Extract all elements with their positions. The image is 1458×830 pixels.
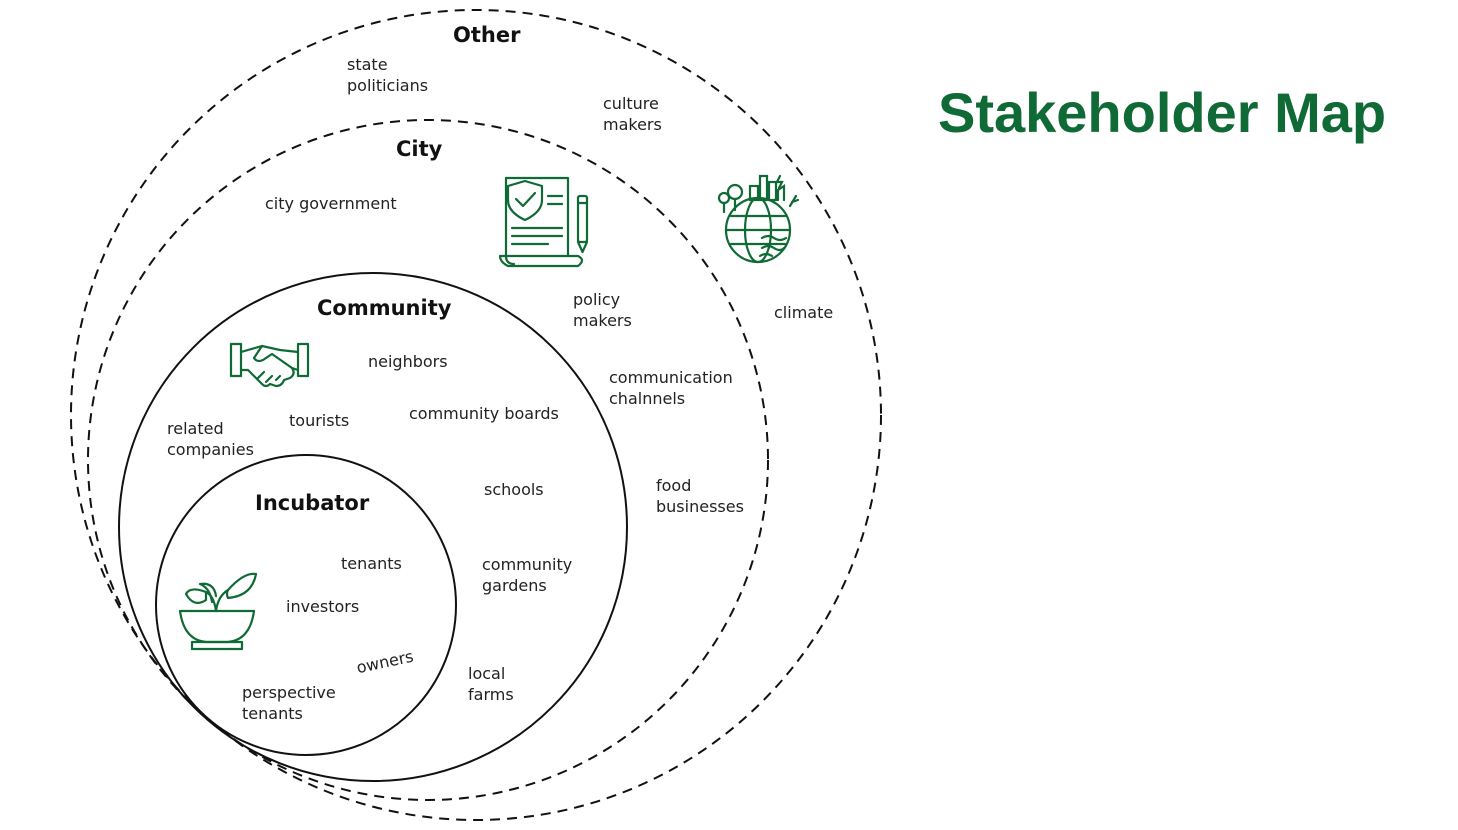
stakeholder-related-companies: related companies xyxy=(167,419,254,459)
ring-label-city: City xyxy=(396,137,443,161)
stakeholder-policy-makers: policy makers xyxy=(573,290,632,330)
ring-label-other: Other xyxy=(453,23,521,47)
stakeholder-schools: schools xyxy=(484,480,544,499)
stakeholder-state-politicians: state politicians xyxy=(347,55,428,95)
stakeholder-diagram: Other City Community Incubator state pol… xyxy=(70,9,882,821)
stakeholder-food-businesses: food businesses xyxy=(656,476,744,516)
ring-other xyxy=(70,9,882,821)
stakeholder-investors: investors xyxy=(286,597,359,616)
ring-community xyxy=(118,272,628,782)
stakeholder-tenants: tenants xyxy=(341,554,402,573)
ring-incubator xyxy=(155,454,457,756)
stakeholder-climate: climate xyxy=(774,303,833,322)
stakeholder-community-boards: community boards xyxy=(409,404,559,423)
stakeholder-local-farms: local farms xyxy=(468,664,514,704)
stakeholder-communication-channels: communication chalnnels xyxy=(609,368,738,408)
ring-city xyxy=(87,119,769,801)
stakeholder-city-government: city government xyxy=(265,194,397,213)
stakeholder-neighbors: neighbors xyxy=(368,352,448,371)
globe-city-climate-icon xyxy=(717,174,800,264)
stakeholder-community-gardens: community gardens xyxy=(482,555,577,595)
stakeholder-tourists: tourists xyxy=(289,411,349,430)
ring-label-incubator: Incubator xyxy=(255,491,370,515)
ring-label-community: Community xyxy=(317,296,452,320)
stakeholder-culture-makers: culture makers xyxy=(603,94,664,134)
plant-bowl-icon xyxy=(178,572,258,651)
page-title: Stakeholder Map xyxy=(938,81,1387,144)
stakeholder-perspective-tenants: perspective tenants xyxy=(242,683,341,723)
handshake-icon xyxy=(229,342,310,388)
policy-document-shield-icon xyxy=(498,176,589,268)
stakeholder-owners: owners xyxy=(355,647,415,678)
